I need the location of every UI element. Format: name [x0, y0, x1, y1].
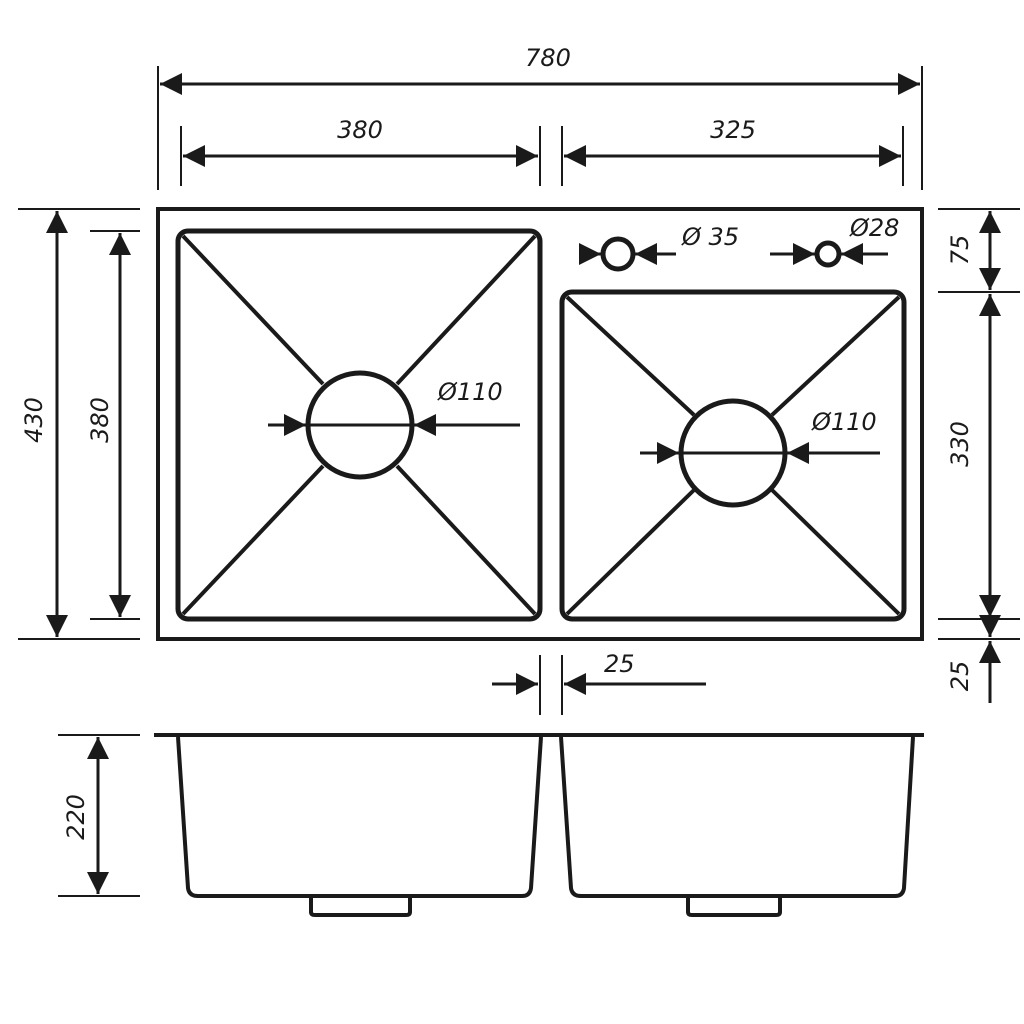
bowl-height-label: 220: [62, 794, 90, 840]
left-drain-label: Ø110: [437, 378, 503, 406]
left-bowl: [175, 228, 543, 622]
overall-width-label: 780: [525, 44, 571, 72]
top-margin-label: 75: [946, 235, 974, 266]
left-bowl-depth-label: 380: [86, 397, 114, 443]
tap-hole: [600, 236, 636, 272]
accessory-hole: [814, 240, 842, 268]
right-bowl-depth-label: 330: [946, 421, 974, 467]
bottom-margin-label: 25: [946, 661, 974, 692]
right-drain-label: Ø110: [811, 408, 877, 436]
tap-hole-label: Ø 35: [681, 223, 739, 251]
right-bowl-width-label: 325: [710, 116, 756, 144]
right-bowl: [559, 289, 907, 622]
sink-outline: [156, 207, 924, 641]
left-bowl-width-label: 380: [337, 116, 383, 144]
divider-width-label: 25: [604, 650, 635, 678]
side-view: [154, 733, 924, 917]
accessory-hole-label: Ø28: [849, 214, 899, 242]
extension-lines: [18, 66, 1020, 897]
dimension-arrows: [46, 73, 1001, 894]
overall-depth-label: 430: [20, 397, 48, 443]
